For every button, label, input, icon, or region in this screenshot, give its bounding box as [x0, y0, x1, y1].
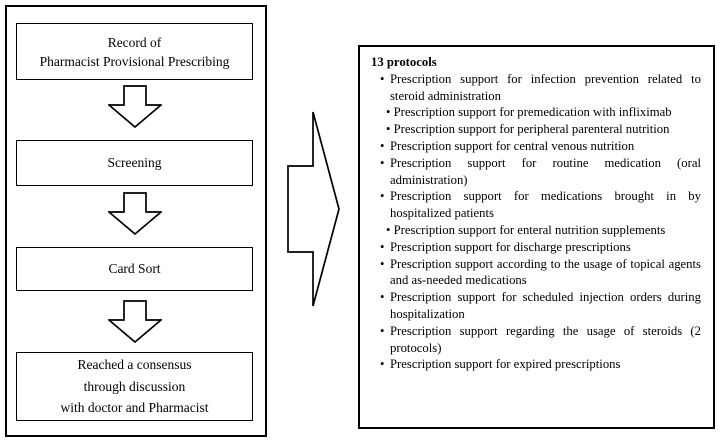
flow-step-screening-label: Screening: [107, 155, 162, 170]
down-arrow-icon: [108, 192, 162, 235]
protocol-item: • Prescription support for infection prev…: [371, 71, 701, 105]
protocol-item-text: Prescription support for peripheral pare…: [390, 122, 670, 137]
down-arrow-icon: [108, 300, 162, 343]
protocol-item: • Prescription support for peripheral pa…: [371, 121, 701, 138]
protocols-panel: 13 protocols • Prescription support for i…: [358, 45, 715, 429]
flow-step-record-box: Record of Pharmacist Provisional Prescri…: [16, 23, 253, 80]
protocol-item: • Prescription support for medications br…: [371, 188, 701, 222]
protocol-item-text: Prescription support for premedication w…: [390, 105, 672, 120]
protocol-item: • Prescription support regarding the usag…: [371, 323, 701, 357]
bullet-icon: •: [386, 222, 391, 237]
protocol-item: • Prescription support for routine medica…: [371, 155, 701, 189]
bullet-icon: •: [380, 239, 385, 254]
bullet-icon: •: [380, 189, 385, 204]
protocol-item: • Prescription support for discharge pres…: [371, 239, 701, 256]
protocol-item-text: Prescription support according to the us…: [390, 256, 701, 288]
protocol-item-text: Prescription support for discharge presc…: [390, 239, 631, 254]
protocol-item-text: Prescription support for medications bro…: [390, 189, 701, 221]
bullet-icon: •: [380, 71, 385, 86]
protocol-item-text: Prescription support regarding the usage…: [390, 323, 701, 355]
protocol-item: • Prescription support for expired prescr…: [371, 356, 701, 373]
flow-step-card-sort-label: Card Sort: [108, 261, 161, 276]
protocol-item-text: Prescription support for infection preve…: [390, 71, 701, 103]
protocol-item: • Prescription support for central venous…: [371, 138, 701, 155]
bullet-icon: •: [380, 155, 385, 170]
flow-step-consensus-box: Reached a consensus through discussion w…: [16, 352, 253, 421]
protocol-item-text: Prescription support for scheduled injec…: [390, 290, 701, 321]
protocols-title: 13 protocols: [371, 55, 437, 69]
protocols-list: • Prescription support for infection prev…: [371, 71, 701, 373]
flow-step-card-sort-box: Card Sort: [16, 247, 253, 291]
bullet-icon: •: [386, 122, 391, 137]
bullet-icon: •: [380, 357, 385, 372]
protocol-item-text: Prescription support for enteral nutriti…: [390, 222, 666, 237]
bullet-icon: •: [380, 138, 385, 153]
bullet-icon: •: [386, 105, 391, 120]
flow-step-screening-box: Screening: [16, 140, 253, 186]
bullet-icon: •: [380, 323, 385, 338]
flow-step-record-label: Record of Pharmacist Provisional Prescri…: [39, 34, 230, 69]
bullet-icon: •: [380, 256, 385, 271]
flow-step-consensus-label: Reached a consensus through discussion w…: [60, 357, 209, 416]
protocol-item: • Prescription support for premedication…: [371, 104, 701, 121]
protocol-item: • Prescription support for enteral nutri…: [371, 222, 701, 239]
protocol-item: • Prescription support according to the u…: [371, 256, 701, 290]
protocol-item-text: Prescription support for central venous …: [390, 138, 635, 153]
protocol-item-text: Prescription support for routine medicat…: [390, 155, 701, 187]
down-arrow-icon: [108, 85, 162, 128]
flowchart-panel: Record of Pharmacist Provisional Prescri…: [5, 5, 267, 437]
protocol-item: • Prescription support for scheduled inje…: [371, 289, 701, 323]
bullet-icon: •: [380, 290, 385, 305]
protocol-item-text: Prescription support for expired prescri…: [390, 357, 621, 372]
right-arrow-icon: [287, 111, 340, 307]
